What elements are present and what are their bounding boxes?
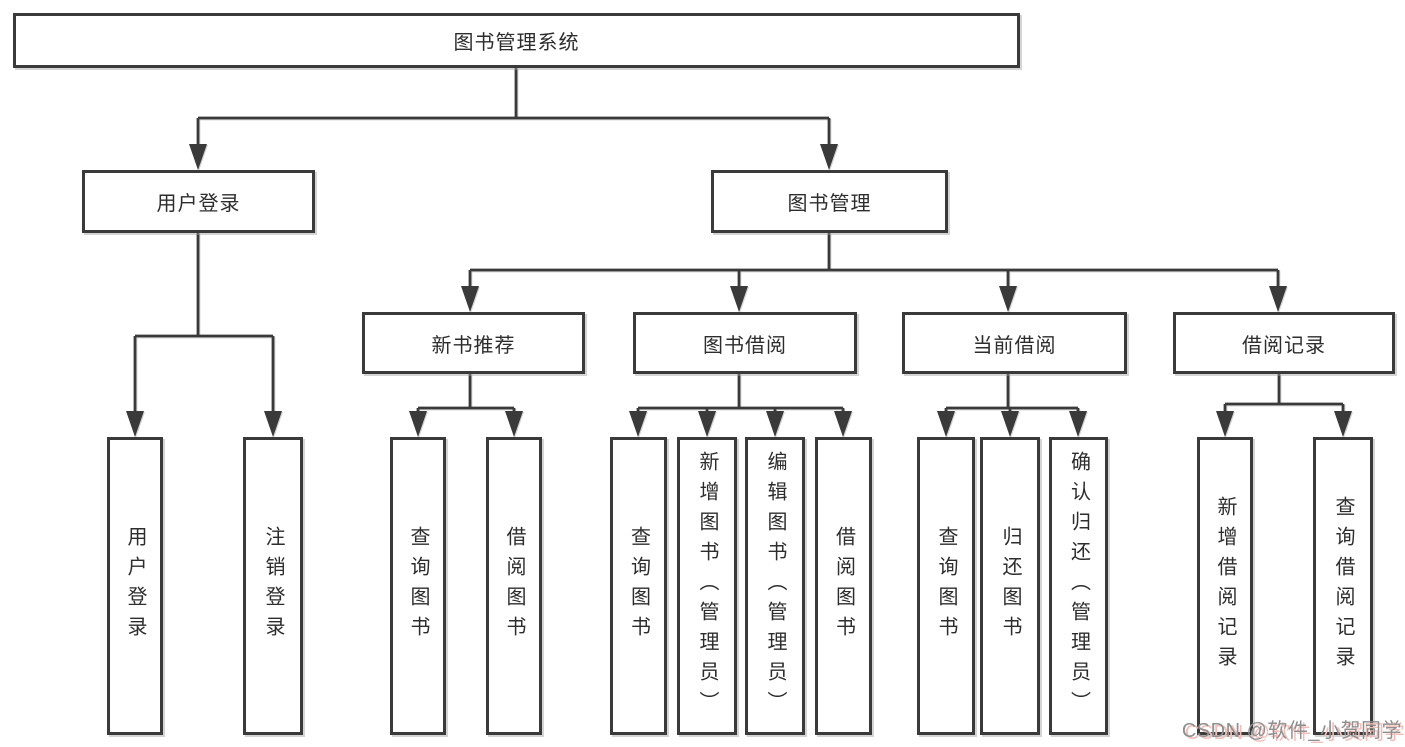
leaf-edit-book-admin: 编辑图书（管理员） [745,437,805,735]
leaf-query-book-2: 查询图书 [610,437,667,735]
leaf-add-borrow-record: 新增借阅记录 [1197,437,1253,735]
leaf-label: 查询图书 [935,526,957,646]
node-new-book-recommend: 新书推荐 [362,312,585,374]
leaf-label: 借阅图书 [503,526,525,646]
leaf-query-borrow-record: 查询借阅记录 [1313,437,1373,735]
leaf-label: 用户登录 [124,526,146,646]
node-book-management: 图书管理 [711,170,948,233]
leaf-label: 借阅图书 [832,526,855,646]
node-borrow-records: 借阅记录 [1173,312,1395,374]
leaf-confirm-return-admin: 确认归还（管理员） [1049,437,1108,735]
leaf-return-book: 归还图书 [980,437,1040,735]
leaf-label: 归还图书 [999,526,1021,646]
leaf-label: 查询图书 [407,526,429,646]
node-current-borrow: 当前借阅 [902,312,1127,374]
leaf-borrow-book-2: 借阅图书 [815,437,872,735]
leaf-label: 新增借阅记录 [1214,496,1236,676]
leaf-label: 确认归还（管理员） [1067,451,1090,721]
leaf-label: 编辑图书（管理员） [764,451,786,721]
leaf-query-book-3: 查询图书 [917,437,975,735]
leaf-label: 注销登录 [262,526,284,646]
node-user-login: 用户登录 [82,170,315,233]
node-root-system: 图书管理系统 [13,13,1020,68]
leaf-label: 查询借阅记录 [1332,496,1354,676]
leaf-user-login: 用户登录 [107,437,163,735]
leaf-label: 新增图书（管理员） [696,451,718,721]
leaf-logout: 注销登录 [243,437,303,735]
leaf-borrow-book-1: 借阅图书 [486,437,542,735]
csdn-watermark: CSDN @软件_小贺同学 [1181,720,1402,742]
leaf-query-book-1: 查询图书 [390,437,446,735]
node-book-borrow: 图书借阅 [633,312,857,374]
leaf-add-book-admin: 新增图书（管理员） [677,437,737,735]
leaf-label: 查询图书 [627,526,650,646]
